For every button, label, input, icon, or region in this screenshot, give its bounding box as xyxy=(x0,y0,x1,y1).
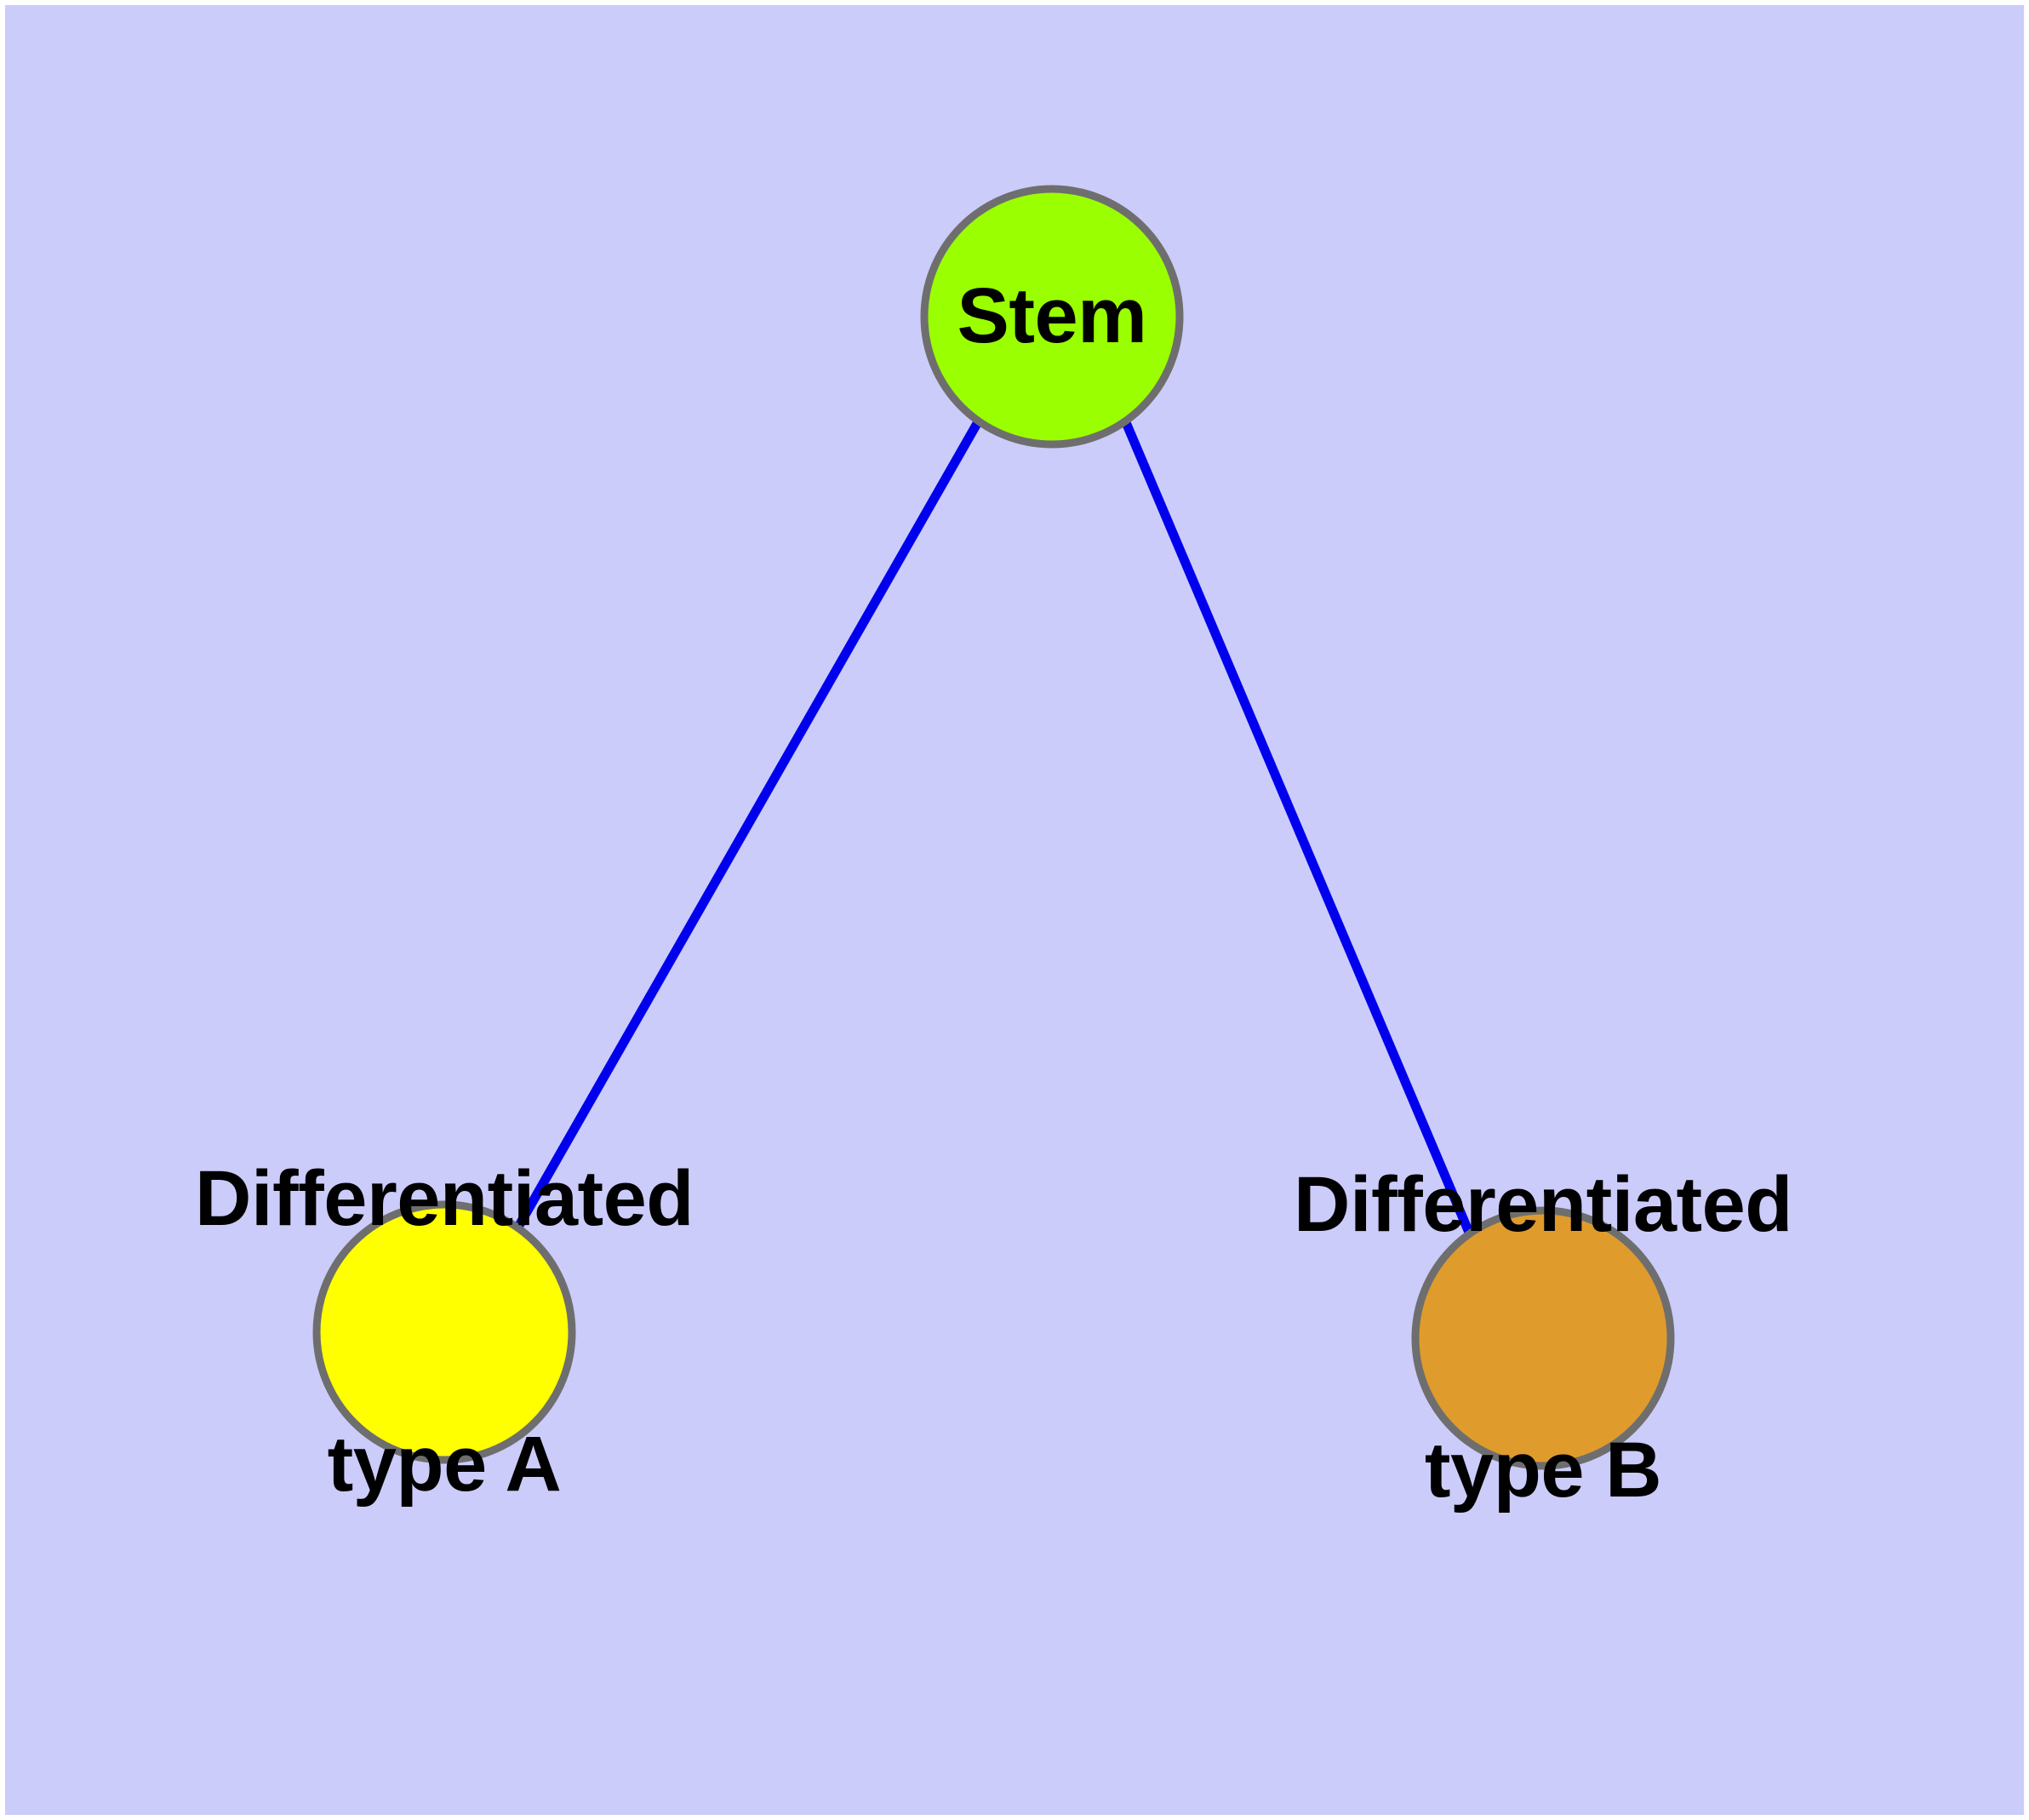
edge-layer xyxy=(513,418,1475,1237)
node-layer xyxy=(312,185,1675,1470)
node-stem[interactable] xyxy=(920,185,1184,449)
edge-stem-to-diff-a[interactable] xyxy=(513,418,983,1231)
edge-stem-to-diff-b[interactable] xyxy=(1120,418,1475,1237)
node-differentiated-type-b[interactable] xyxy=(1411,1206,1675,1470)
node-differentiated-type-a[interactable] xyxy=(312,1200,576,1464)
